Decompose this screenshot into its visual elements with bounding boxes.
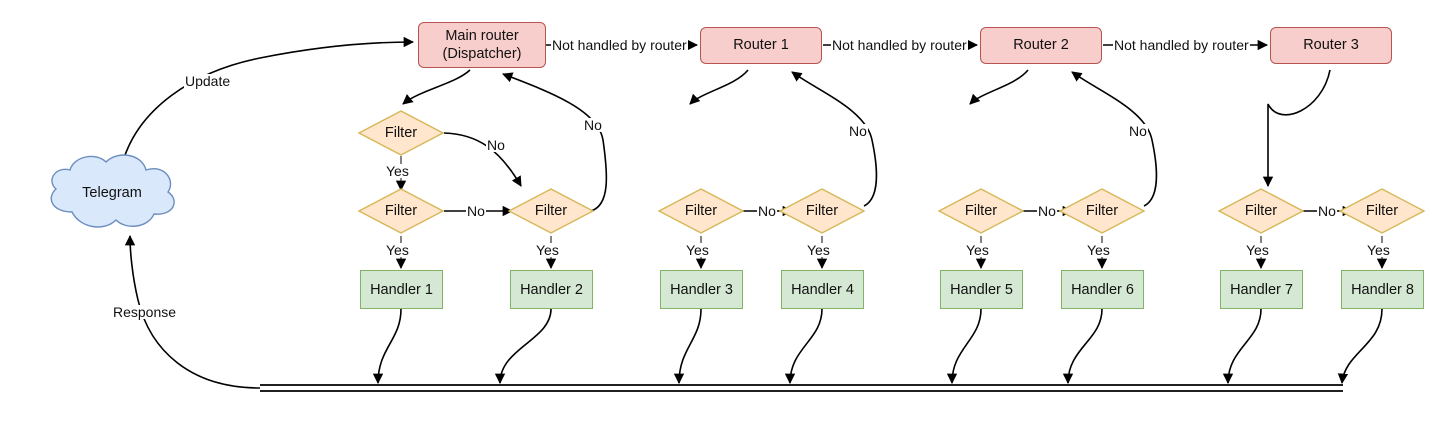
node-router-1[interactable]: Router 1 — [700, 27, 822, 64]
filter-5-label: Filter — [964, 203, 998, 219]
node-handler-4[interactable]: Handler 4 — [781, 270, 864, 309]
node-filter-1[interactable]: Filter — [358, 188, 444, 234]
edge-label-no-filter-3: No — [757, 203, 777, 219]
edge-router3-to-filter7 — [1262, 69, 1331, 188]
main-router-label-line1: Main router — [445, 27, 519, 44]
edge-label-response: Response — [112, 304, 178, 320]
edge-label-update: Update — [184, 73, 232, 89]
handler-1-label: Handler 1 — [370, 281, 433, 298]
edge-label-yes-filter-1: Yes — [385, 242, 410, 258]
diamond-shape — [658, 188, 744, 234]
node-filter-2[interactable]: Filter — [508, 188, 594, 234]
edge-handler6-to-bus — [1062, 308, 1103, 385]
filter-1-label: Filter — [384, 203, 418, 219]
node-router-3[interactable]: Router 3 — [1270, 27, 1392, 64]
node-main-router[interactable]: Main router (Dispatcher) — [418, 22, 546, 68]
edge-label-no-filter-7: No — [1317, 203, 1337, 219]
diamond-shape — [358, 188, 444, 234]
edge-label-no-filter-2: No — [583, 117, 603, 133]
handler-5-label: Handler 5 — [950, 281, 1013, 298]
edge-mainrouter-to-filter-a — [402, 69, 471, 105]
response-bus — [260, 384, 1343, 392]
edge-filter-6-no-return — [1071, 71, 1158, 207]
edge-handler8-to-bus — [1337, 308, 1383, 385]
diamond-shape — [1218, 188, 1304, 234]
edge-label-no-filter-5: No — [1037, 203, 1057, 219]
router-1-label: Router 1 — [733, 37, 789, 54]
node-filter-6[interactable]: Filter — [1059, 188, 1145, 234]
node-handler-8[interactable]: Handler 8 — [1341, 270, 1424, 309]
edge-filter-4-no-return — [791, 71, 878, 207]
edge-label-not-handled-1: Not handled by router — [551, 37, 688, 53]
edge-handler1-to-bus — [372, 308, 402, 385]
edge-label-no-filter-1: No — [466, 203, 486, 219]
router-3-label: Router 3 — [1303, 37, 1359, 54]
edge-router1-to-filter3 — [689, 69, 749, 105]
cloud-icon — [50, 154, 175, 228]
edge-label-no-filter-6: No — [1128, 123, 1148, 139]
edge-label-no-filter-a: No — [486, 137, 506, 153]
handler-2-label: Handler 2 — [520, 281, 583, 298]
edge-label-not-handled-3: Not handled by router — [1113, 37, 1250, 53]
node-filter-7[interactable]: Filter — [1218, 188, 1304, 234]
handler-8-label: Handler 8 — [1351, 281, 1414, 298]
router-2-label: Router 2 — [1013, 37, 1069, 54]
node-filter-3[interactable]: Filter — [658, 188, 744, 234]
edge-handler2-to-bus — [494, 308, 552, 385]
handler-3-label: Handler 3 — [670, 281, 733, 298]
filter-a-label: Filter — [384, 125, 418, 141]
diamond-shape — [358, 110, 444, 156]
edge-label-yes-filter-3: Yes — [685, 242, 710, 258]
handler-4-label: Handler 4 — [791, 281, 854, 298]
filter-8-label: Filter — [1365, 203, 1399, 219]
edge-handler7-to-bus — [1222, 308, 1262, 385]
filter-7-label: Filter — [1244, 203, 1278, 219]
node-filter-4[interactable]: Filter — [779, 188, 865, 234]
edge-label-yes-filter-8: Yes — [1366, 242, 1391, 258]
node-handler-1[interactable]: Handler 1 — [360, 270, 443, 309]
telegram-cloud[interactable]: Telegram — [42, 150, 182, 236]
node-router-2[interactable]: Router 2 — [980, 27, 1102, 64]
node-filter-8[interactable]: Filter — [1339, 188, 1425, 234]
handler-6-label: Handler 6 — [1071, 281, 1134, 298]
node-handler-3[interactable]: Handler 3 — [660, 270, 743, 309]
filter-3-label: Filter — [684, 203, 718, 219]
diamond-shape — [1339, 188, 1425, 234]
diamond-shape — [508, 188, 594, 234]
edge-label-yes-filter-2: Yes — [535, 242, 560, 258]
edge-label-yes-filter-6: Yes — [1086, 242, 1111, 258]
filter-4-label: Filter — [805, 203, 839, 219]
main-router-label-line2: (Dispatcher) — [442, 46, 522, 62]
edge-label-not-handled-2: Not handled by router — [831, 37, 968, 53]
node-handler-5[interactable]: Handler 5 — [940, 270, 1023, 309]
diamond-shape — [938, 188, 1024, 234]
node-handler-6[interactable]: Handler 6 — [1061, 270, 1144, 309]
filter-2-label: Filter — [534, 203, 568, 219]
node-filter-5[interactable]: Filter — [938, 188, 1024, 234]
edge-update — [123, 36, 415, 159]
edge-handler4-to-bus — [784, 308, 823, 385]
edge-label-yes-filter-4: Yes — [806, 242, 831, 258]
node-handler-2[interactable]: Handler 2 — [510, 270, 593, 309]
diamond-shape — [779, 188, 865, 234]
node-handler-7[interactable]: Handler 7 — [1220, 270, 1303, 309]
edge-filter-2-no-return — [502, 72, 608, 212]
filter-6-label: Filter — [1085, 203, 1119, 219]
edge-router2-to-filter5 — [969, 69, 1029, 105]
telegram-label: Telegram — [82, 185, 142, 201]
edge-handler3-to-bus — [673, 308, 702, 385]
edge-label-no-filter-4: No — [848, 123, 868, 139]
edge-filter-a-no — [443, 132, 522, 187]
handler-7-label: Handler 7 — [1230, 281, 1293, 298]
node-filter-a[interactable]: Filter — [358, 110, 444, 156]
edge-label-yes-filter-a: Yes — [385, 163, 410, 179]
diamond-shape — [1059, 188, 1145, 234]
edge-label-yes-filter-5: Yes — [965, 242, 990, 258]
edge-handler5-to-bus — [946, 308, 982, 385]
edge-label-yes-filter-7: Yes — [1245, 242, 1270, 258]
